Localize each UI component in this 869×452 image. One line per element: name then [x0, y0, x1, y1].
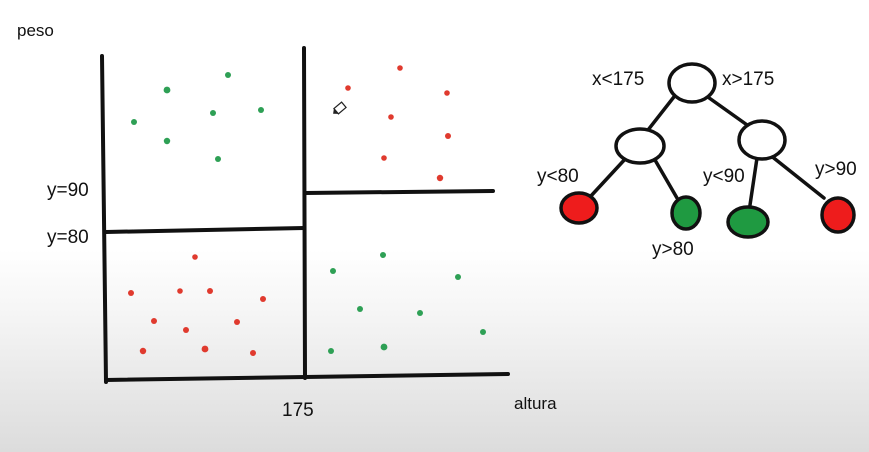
data-point [380, 252, 386, 258]
data-point [234, 319, 240, 325]
data-point [201, 345, 209, 353]
data-point [436, 174, 444, 182]
data-point [250, 350, 256, 356]
tree-edge-root-left [646, 91, 679, 132]
data-point [445, 133, 451, 139]
data-point [192, 254, 198, 260]
data-point [357, 306, 363, 312]
tree-edge-right-left [748, 156, 759, 207]
y-axis-label: peso [17, 21, 54, 40]
tree-edge-left-left [588, 155, 629, 199]
tree-root-node [667, 62, 717, 104]
tree-leaf-green-right [726, 205, 770, 239]
split-y-80-line [104, 226, 306, 234]
data-point [131, 119, 137, 125]
x-split-label: 175 [282, 400, 314, 421]
data-point [151, 318, 157, 324]
tree-left-left-edge-label: y<80 [537, 166, 579, 187]
data-point [328, 348, 334, 354]
tree-edge-right-right [768, 153, 826, 200]
tree-leaf-green-left [670, 195, 702, 231]
tree-edges [588, 91, 826, 207]
y-split-90-label: y=90 [47, 180, 89, 201]
tree-right-right-edge-label: y>90 [815, 159, 857, 180]
tree-left-node [614, 127, 666, 165]
split-y-90-line [303, 189, 495, 195]
pen-cursor-icon [333, 101, 347, 115]
tree-edge-left-right [653, 158, 679, 200]
data-point [258, 107, 264, 113]
tree-root-left-edge-label: x<175 [592, 69, 645, 90]
data-point [183, 327, 189, 333]
region-bottom-left-points [128, 254, 266, 356]
data-point [380, 343, 388, 351]
data-point [397, 65, 403, 71]
data-point [444, 90, 450, 96]
x-axis-line [104, 372, 510, 382]
data-point [417, 310, 423, 316]
tree-right-left-edge-label: y<90 [703, 166, 745, 187]
data-point [163, 137, 171, 145]
data-point [455, 274, 461, 280]
data-point [381, 155, 387, 161]
region-top-left-points [131, 72, 264, 162]
tree-leaf-red-right [820, 196, 856, 234]
data-point [215, 156, 221, 162]
data-point [330, 268, 336, 274]
data-point [480, 329, 486, 335]
tree-edge-root-right [703, 93, 752, 129]
data-point [207, 288, 213, 294]
tree-root-right-edge-label: x>175 [722, 69, 775, 90]
data-point [225, 72, 231, 78]
data-point [210, 110, 216, 116]
data-point [345, 85, 351, 91]
data-point [128, 290, 134, 296]
y-axis-line [100, 54, 108, 384]
data-point [139, 347, 147, 355]
data-point [260, 296, 266, 302]
tree-leaf-red-left [559, 191, 599, 225]
tree-right-node [737, 119, 787, 161]
data-point [388, 114, 394, 120]
x-axis-label: altura [514, 394, 557, 413]
data-point [163, 86, 171, 94]
split-x-175-line [302, 46, 307, 380]
y-split-80-label: y=80 [47, 227, 89, 248]
tree-left-right-edge-label: y>80 [652, 239, 694, 260]
region-bottom-right-points [328, 252, 486, 354]
region-top-right-points [345, 65, 451, 182]
data-point [177, 288, 183, 294]
